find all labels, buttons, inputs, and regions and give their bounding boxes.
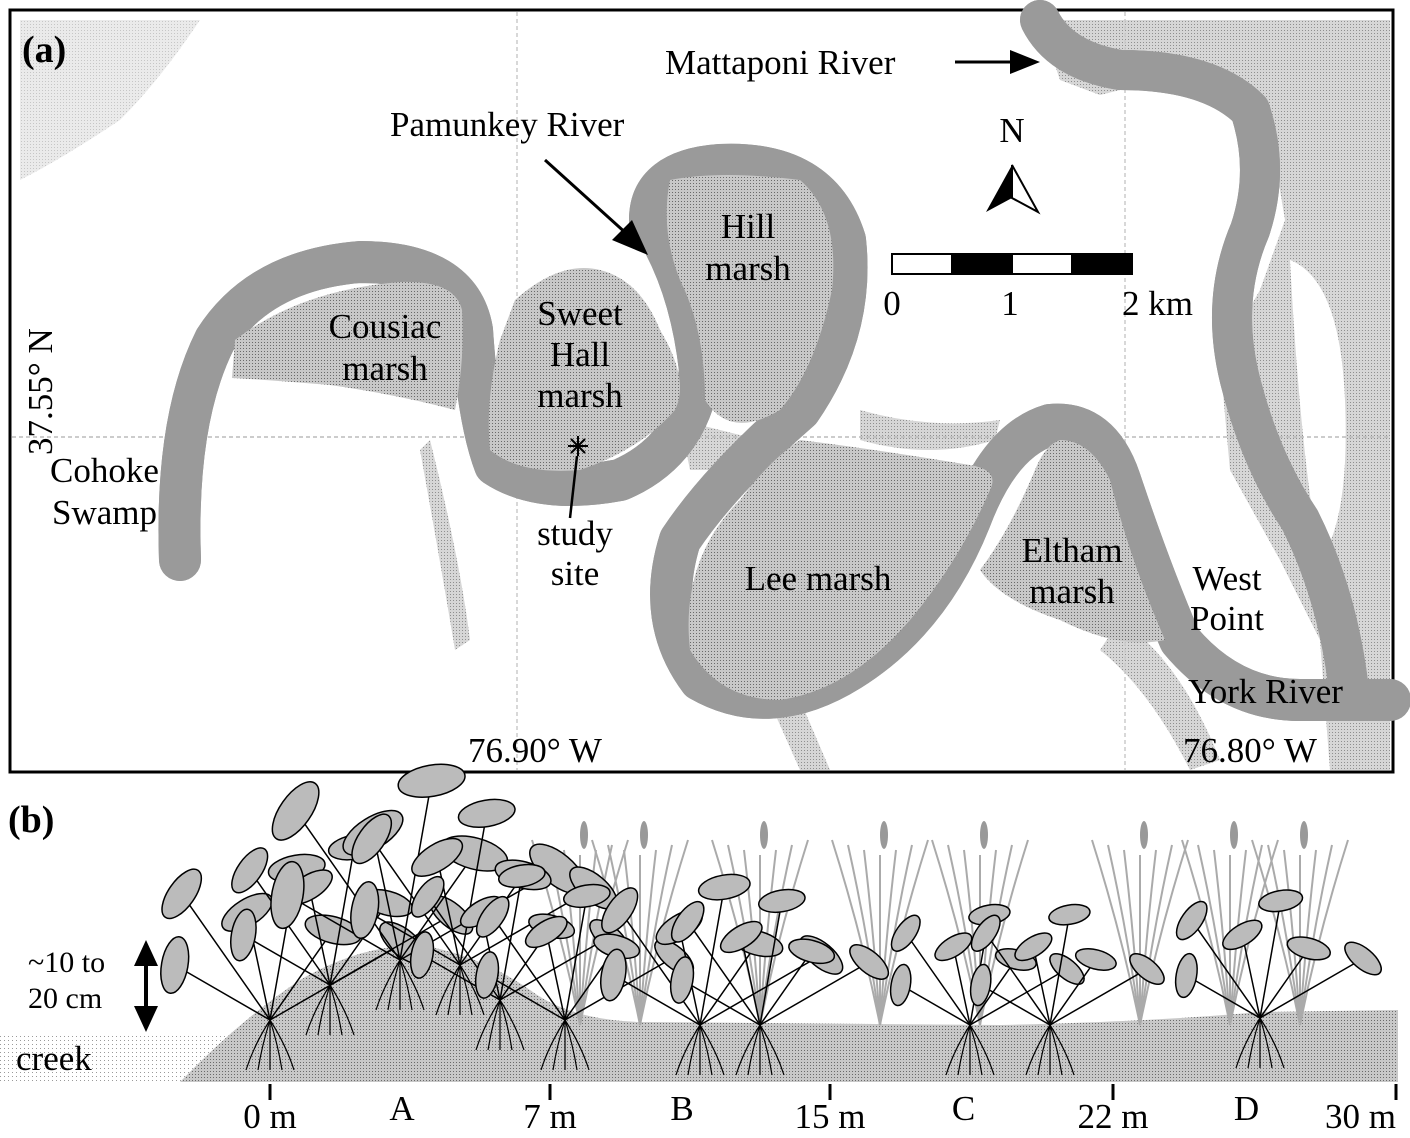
marshes [232, 175, 1165, 700]
north-arrow-icon [986, 164, 1041, 215]
distance-label: 7 m [523, 1097, 576, 1133]
study-site-star-icon [568, 436, 588, 519]
map-panel: (a) Mattaponi River Pamunkey River Hill … [8, 0, 1410, 774]
pamunkey-arrow [543, 158, 648, 255]
scale-tick-1: 1 [1001, 284, 1019, 323]
distance-label: 0 m [243, 1097, 296, 1133]
north-label: N [999, 111, 1024, 150]
sweet-hall-label: Sweet [537, 294, 623, 333]
lee-marsh-area [688, 440, 993, 700]
distance-axis: 0 m 7 m 15 m 22 m 30 m A B C D [243, 1084, 1398, 1136]
zone-label: D [1234, 1089, 1259, 1128]
zone-label: C [952, 1089, 975, 1128]
eltham-marsh-label-2: marsh [1029, 572, 1115, 611]
cohoke-swamp-label: Cohoke [50, 451, 159, 490]
longitude-label-1: 76.90° W [468, 731, 602, 770]
latitude-label: 37.55° N [21, 328, 60, 455]
eltham-marsh-label: Eltham [1021, 531, 1122, 570]
west-point-label-2: Point [1190, 599, 1264, 638]
york-river-label: York River [1188, 672, 1343, 711]
pamunkey-river-label: Pamunkey River [390, 105, 625, 144]
longitude-label-2: 76.80° W [1183, 731, 1317, 770]
distance-label: 30 m [1325, 1097, 1396, 1133]
cohoke-swamp-label-2: Swamp [52, 493, 157, 532]
arrow-arum-plant [669, 888, 890, 1076]
panel-b-label: (b) [8, 799, 54, 841]
distance-label: 15 m [795, 1097, 866, 1133]
sweet-hall-marsh-area [488, 268, 680, 471]
cousiac-marsh-label: Cousiac [329, 307, 442, 346]
study-site-label-2: site [551, 554, 600, 593]
height-label-2: 20 cm [28, 982, 102, 1015]
height-label: ~10 to [28, 946, 105, 979]
hill-marsh-label: Hill [721, 207, 776, 246]
plants [160, 763, 1382, 1076]
scale-bar [891, 253, 1133, 275]
grass-plant [1091, 821, 1189, 1026]
arrow-arum-plant [474, 883, 695, 1071]
panel-a-label: (a) [22, 29, 66, 71]
study-site-label: study [537, 514, 613, 553]
lee-marsh-label: Lee marsh [745, 559, 892, 598]
height-double-arrow-icon [134, 940, 158, 1032]
hill-marsh-label-2: marsh [705, 249, 791, 288]
arrow-arum-plant [1174, 889, 1382, 1069]
creek-label: creek [16, 1039, 92, 1078]
mattaponi-arrow [955, 50, 1040, 74]
distance-label: 22 m [1078, 1097, 1149, 1133]
scale-tick-0: 0 [883, 284, 901, 323]
sweet-hall-label-3: marsh [537, 376, 623, 415]
sweet-hall-label-2: Hall [550, 335, 611, 374]
zone-label: A [389, 1089, 415, 1128]
cousiac-marsh-label-2: marsh [342, 349, 428, 388]
pamunkey-river [179, 0, 1410, 700]
scale-tick-2: 2 km [1122, 284, 1193, 323]
mattaponi-river-label: Mattaponi River [665, 43, 896, 82]
zone-label: B [670, 1089, 693, 1128]
grass-plant [1251, 821, 1349, 1026]
eltham-marsh-area [980, 440, 1165, 643]
west-point-label: West [1192, 559, 1261, 598]
transect-panel: (b) creek ~10 to 20 cm 0 m 7 m 15 m 22 m 30 … [0, 763, 1398, 1136]
cousiac-marsh-area [232, 281, 463, 410]
arrow-arum-plant [969, 903, 1165, 1076]
hill-marsh-area [666, 175, 834, 423]
